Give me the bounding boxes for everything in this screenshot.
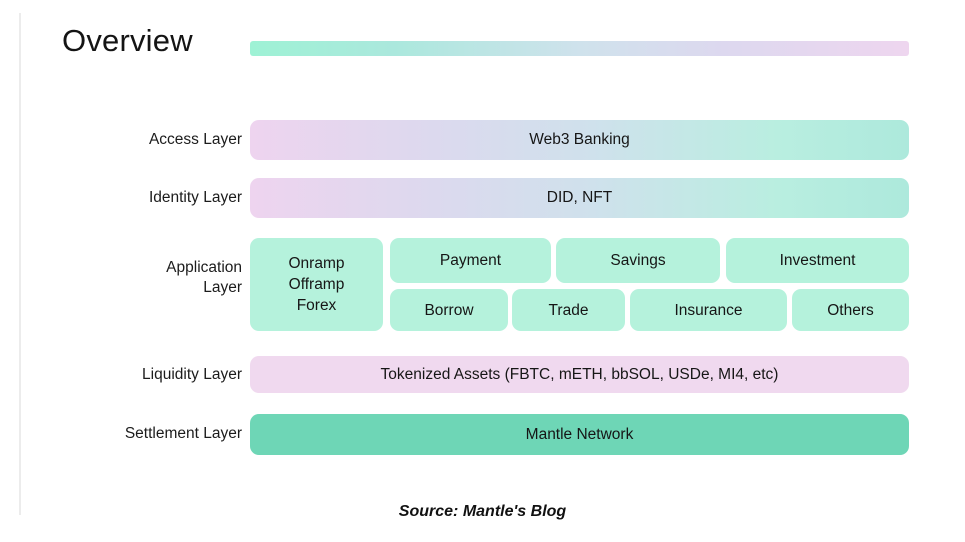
header-gradient-strip	[250, 41, 909, 56]
application-box-onramp: Onramp Offramp Forex	[250, 238, 383, 331]
layer-bar-settlement: Mantle Network	[250, 414, 909, 455]
layer-bar-liquidity: Tokenized Assets (FBTC, mETH, bbSOL, USD…	[250, 356, 909, 393]
left-divider-rule	[19, 13, 21, 515]
layer-label-access: Access Layer	[148, 131, 242, 148]
application-box-savings: Savings	[556, 238, 720, 283]
application-box-borrow: Borrow	[390, 289, 508, 331]
layer-bar-access: Web3 Banking	[250, 120, 909, 160]
layer-bar-identity: DID, NFT	[250, 178, 909, 218]
application-box-others: Others	[792, 289, 909, 331]
application-box-insurance: Insurance	[630, 289, 787, 331]
source-caption: Source: Mantle's Blog	[398, 503, 567, 520]
application-box-trade: Trade	[512, 289, 625, 331]
layer-label-identity: Identity Layer	[148, 189, 242, 206]
layer-label-settlement: Settlement Layer	[124, 425, 242, 442]
layer-bar-application: Onramp Offramp Forex Payment Savings Inv…	[250, 238, 909, 331]
page-title: Overview	[62, 23, 193, 58]
layer-label-application: Application Layer	[166, 259, 242, 296]
layer-label-liquidity: Liquidity Layer	[142, 366, 242, 383]
application-box-investment: Investment	[726, 238, 909, 283]
application-box-payment: Payment	[390, 238, 551, 283]
